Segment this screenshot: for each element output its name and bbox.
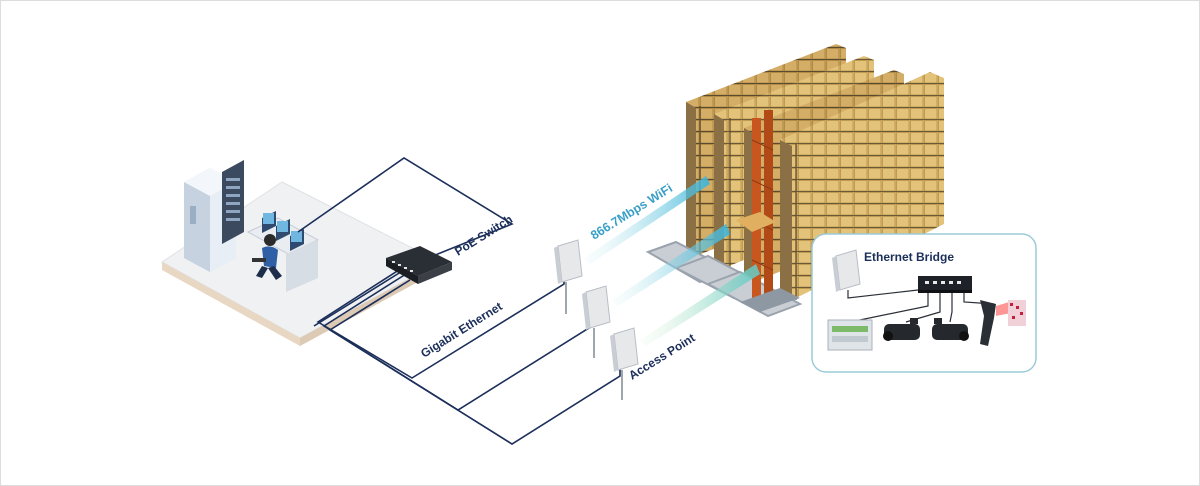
ethernet-bridge-label: Ethernet Bridge [864,250,954,264]
mini-switch-icon [918,276,972,293]
poe-switch-label: PoE Switch [452,212,515,258]
plc-controller-icon [827,319,873,351]
access-point-icon [554,239,639,400]
server-rack-icon [184,160,244,272]
ethernet-bridge-panel [811,233,1037,373]
stacker-crane-icon [736,110,800,312]
ethernet-bridge-icon [832,249,861,292]
poe-switch-icon [386,246,452,284]
barcode-scanner-icon [980,300,1026,346]
wifi-beams [584,176,760,346]
operator-desk-icon [246,211,320,292]
bullet-camera-icon [883,318,920,341]
bullet-camera-icon [932,318,969,341]
gigabit-ethernet-label: Gigabit Ethernet [418,299,505,360]
